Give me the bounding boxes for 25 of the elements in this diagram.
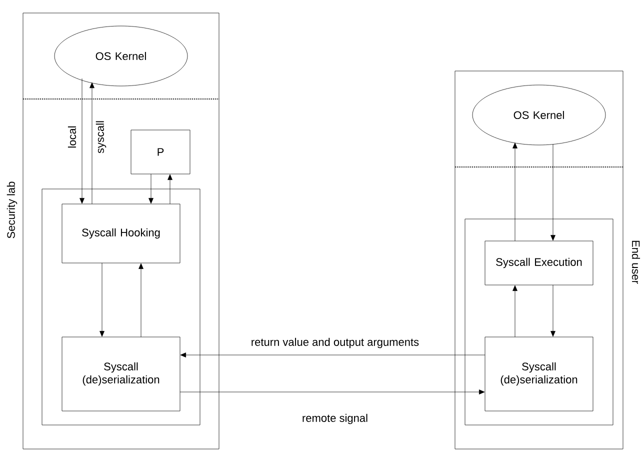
arrow [550, 284, 556, 337]
process-box: Syscall (de)serialization [484, 336, 594, 412]
arrow [168, 174, 172, 204]
process-box: Syscall (de)serialization [62, 336, 180, 412]
edge-label: local [66, 124, 78, 150]
edge-label: syscall [94, 120, 108, 154]
node-label: End user [632, 240, 640, 284]
edge-label: return value and output arguments [250, 336, 420, 350]
arrow [512, 142, 518, 242]
process-box: Syscall Hooking [62, 204, 180, 264]
arrow [148, 174, 154, 204]
node-label: Security lab [6, 182, 18, 238]
arrow [80, 78, 84, 204]
process-box: P [130, 130, 190, 174]
container-box [42, 188, 200, 426]
arrow [550, 144, 556, 241]
container-box [464, 218, 614, 426]
process-box: Syscall Execution [484, 240, 594, 286]
arrow [90, 82, 94, 204]
arrow [180, 352, 486, 358]
arrow [180, 390, 485, 394]
arrow [100, 262, 104, 337]
arrow [512, 285, 518, 338]
edge-label: remote signal [300, 412, 370, 426]
arrow [138, 263, 144, 338]
